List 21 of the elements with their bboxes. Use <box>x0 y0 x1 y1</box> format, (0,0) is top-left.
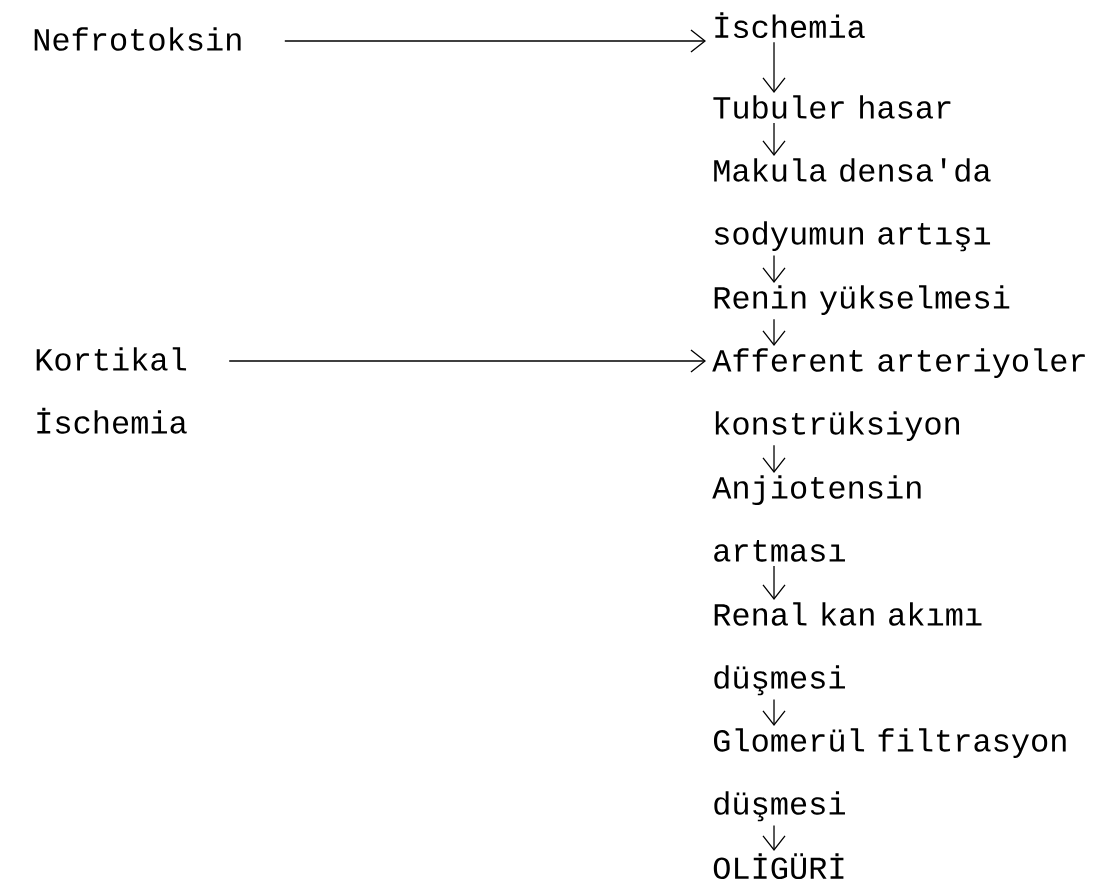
step-text: Renin yükselmesi <box>714 285 1010 316</box>
cause-text: Nefrotoksin <box>34 27 241 51</box>
step-text: OLİGÜRİ <box>713 853 844 880</box>
step-text: Afferent arteriyoler konstrüksiyon <box>712 348 1085 442</box>
arrow <box>762 122 786 156</box>
step-text: Renal kan akımı düşmesi <box>714 602 982 696</box>
arrow <box>762 698 786 726</box>
step-text: Tubuler hasar <box>713 95 951 119</box>
arrow <box>762 318 786 346</box>
arrow <box>762 41 786 93</box>
step-text: İschemia <box>715 12 865 39</box>
cause-text: Kortikal İschemia <box>36 347 187 434</box>
step-text: Makula densa'da sodyumun artışı <box>714 158 991 252</box>
arrow <box>762 824 786 851</box>
arrow <box>284 29 706 53</box>
arrow <box>762 444 786 473</box>
arrow <box>762 254 786 283</box>
step-text: Anjiotensin artması <box>712 475 921 562</box>
step-text: Glomerül filtrasyon düşmesi <box>714 728 1066 822</box>
arrow <box>762 565 786 600</box>
arrow <box>228 349 706 373</box>
